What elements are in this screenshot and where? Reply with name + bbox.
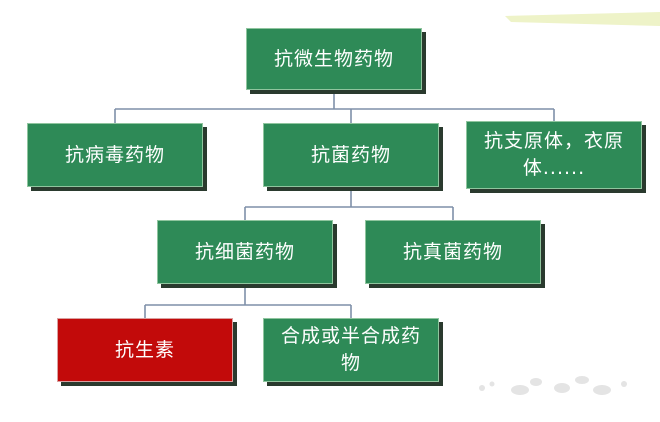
watermark-leaf [511,385,529,395]
watermark-dot [479,385,485,391]
decorative-accent-strip [505,12,660,26]
node-label-line-2: 物 [340,352,361,374]
node-label: 抗菌药物 [310,143,391,166]
node-antimicrobial-drugs: 抗微生物药物 [246,28,422,90]
node-label: 抗细菌药物 [194,240,295,263]
watermark-leaf [575,376,589,384]
watermark-dot [489,381,495,387]
node-synthetic-semisynthetic-drugs: 合成或半合成药 物 [263,318,439,382]
node-antifungal-drugs: 抗真菌药物 [365,220,541,284]
node-antibacterial-drugs: 抗菌药物 [263,123,439,187]
watermark-leaf [530,378,542,386]
node-antimycoplasma-antichlamydia: 抗支原体，衣原 体...... [466,121,642,189]
watermark-leaf [554,383,570,393]
accent-strip-shape [505,12,660,26]
node-label: 抗病毒药物 [64,143,165,166]
watermark-dot [621,381,627,387]
node-label-line-2: 体...... [522,157,586,179]
node-label: 抗真菌药物 [402,240,503,263]
node-antiviral-drugs: 抗病毒药物 [27,123,203,187]
watermark-leaf [593,385,611,395]
faded-watermark-logo [479,376,627,395]
node-label-line-1: 抗支原体，衣原 [483,130,624,152]
node-label: 抗生素 [114,338,175,361]
node-anti-bacteria-drugs: 抗细菌药物 [157,220,333,284]
node-label-line-1: 合成或半合成药 [280,325,421,347]
node-label: 抗微生物药物 [273,47,394,70]
node-antibiotics-highlighted: 抗生素 [57,318,233,382]
